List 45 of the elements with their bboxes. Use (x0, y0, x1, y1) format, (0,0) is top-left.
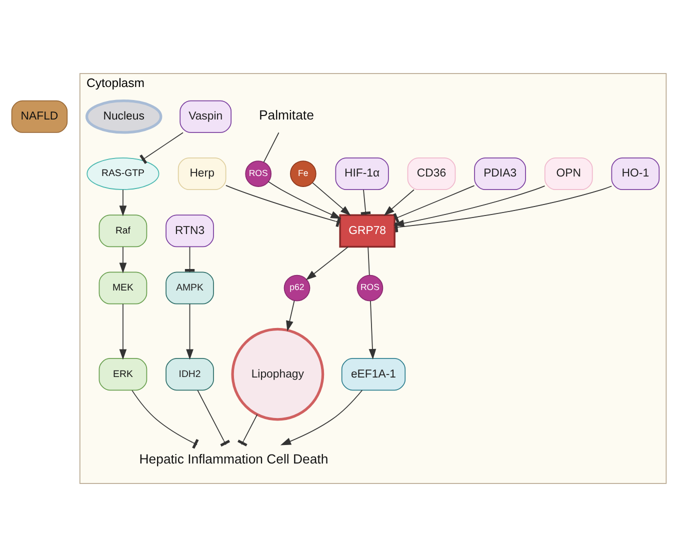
arrow (186, 304, 194, 360)
arrow (306, 246, 349, 280)
node-box: ERK (98, 358, 148, 391)
node-box: HO-1 (611, 158, 660, 190)
node-circle: Fe (290, 160, 316, 187)
arrow (286, 300, 295, 332)
connector (197, 390, 230, 447)
node-box: NAFLD (11, 100, 68, 133)
node-box: Vaspin (180, 100, 232, 133)
connector (225, 184, 341, 228)
node-box: IDH2 (166, 358, 214, 391)
arrow (368, 300, 376, 360)
connector (132, 390, 199, 449)
node-box: eEF1A-1 (341, 358, 406, 391)
node-circle: ROS (356, 274, 384, 302)
node-box: MEK (98, 272, 148, 304)
node-box: GRP78 (339, 214, 396, 248)
node-box: RTN3 (166, 214, 214, 248)
connector (368, 246, 370, 276)
connector (263, 132, 280, 163)
arrow (268, 181, 342, 219)
node-box: PDIA3 (474, 158, 526, 190)
arrow (119, 189, 127, 216)
connector (140, 132, 184, 164)
arrow (394, 186, 546, 227)
node-box: HIF-1α (335, 158, 389, 190)
arrow (280, 390, 363, 446)
node-box: Raf (98, 214, 148, 248)
arrow (119, 246, 127, 274)
connector (393, 185, 475, 224)
connector (238, 414, 258, 446)
node-box: CD36 (407, 158, 456, 190)
node-circle: ROS (245, 160, 272, 187)
node-ellipse: Nucleus (85, 99, 162, 134)
connector (360, 189, 371, 216)
node-circle: p62 (284, 274, 310, 302)
arrow (119, 304, 127, 360)
node-box: Herp (178, 158, 226, 190)
node-text: Hepatic Inflammation Cell Death (139, 452, 328, 467)
node-box: OPN (544, 158, 593, 190)
node-text: Palmitate (259, 108, 314, 123)
arrow (384, 189, 414, 216)
arrow (312, 182, 351, 216)
node-box: AMPK (166, 272, 214, 304)
node-circle: Lipophagy (231, 328, 324, 421)
